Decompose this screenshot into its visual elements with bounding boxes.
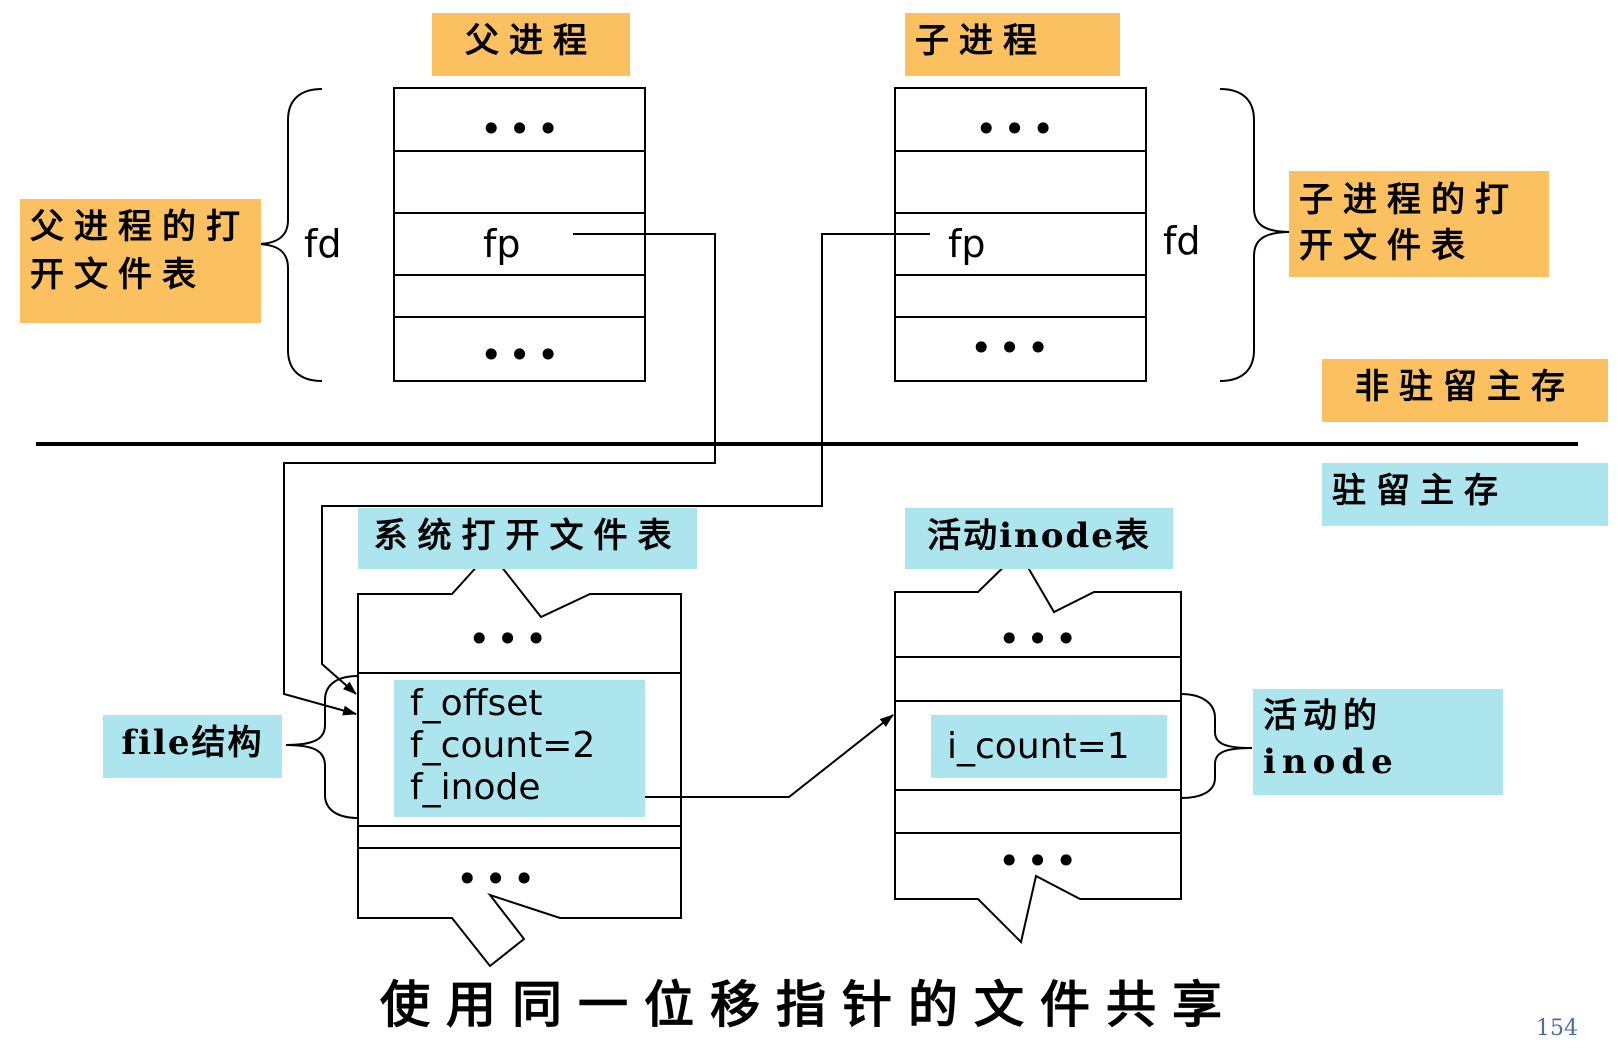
- i-count-field: i_count=1: [947, 726, 1130, 767]
- slide-caption: 使用同一位移指针的文件共享: [380, 975, 1238, 1034]
- parent-ellipsis-bottom: •••: [480, 333, 566, 377]
- inode-ellipsis-bottom: •••: [998, 839, 1084, 883]
- f-offset-field: f_offset: [410, 683, 543, 724]
- parent-ellipsis-top: •••: [480, 107, 566, 151]
- parent-open-file-table-label: 父进程的打 开文件表: [20, 199, 261, 323]
- active-inode-brace: [1180, 693, 1253, 799]
- child-ellipsis-top: •••: [975, 107, 1061, 151]
- child-ellipsis-bottom: •••: [970, 326, 1056, 370]
- page-number: 154: [1536, 1016, 1578, 1041]
- f-inode-connector: [573, 714, 894, 798]
- inode-ellipsis-top: •••: [998, 617, 1084, 661]
- system-ellipsis-top: •••: [468, 617, 554, 661]
- f-inode-field: f_inode: [410, 767, 541, 808]
- file-structure-label: file结构: [103, 715, 282, 778]
- file-struct-brace: [285, 675, 359, 819]
- active-inode-label: 活动的 inode: [1253, 689, 1503, 795]
- resident-memory-label: 驻留主存: [1322, 463, 1608, 526]
- child-fp-label: fp: [948, 222, 986, 266]
- child-process-label: 子进程: [905, 13, 1120, 76]
- f-count-field: f_count=2: [410, 725, 596, 766]
- system-open-file-table-label: 系统打开文件表: [358, 508, 697, 569]
- parent-fp-label: fp: [483, 222, 521, 266]
- active-inode-table-label: 活动inode表: [905, 508, 1173, 569]
- file-struct-box: f_offset f_count=2 f_inode: [394, 680, 645, 817]
- system-ellipsis-bottom: •••: [456, 857, 542, 901]
- child-fd-brace: [1219, 88, 1291, 382]
- child-open-file-table-label: 子进程的打 开文件表: [1289, 171, 1549, 277]
- inode-count-box: i_count=1: [931, 715, 1167, 778]
- parent-process-label: 父进程: [432, 13, 630, 76]
- non-resident-memory-label: 非驻留主存: [1322, 359, 1608, 422]
- child-fp-connector: [321, 233, 930, 695]
- parent-fp-connector: [283, 233, 716, 716]
- parent-fd-label: fd: [304, 222, 342, 266]
- child-fd-label: fd: [1163, 219, 1201, 263]
